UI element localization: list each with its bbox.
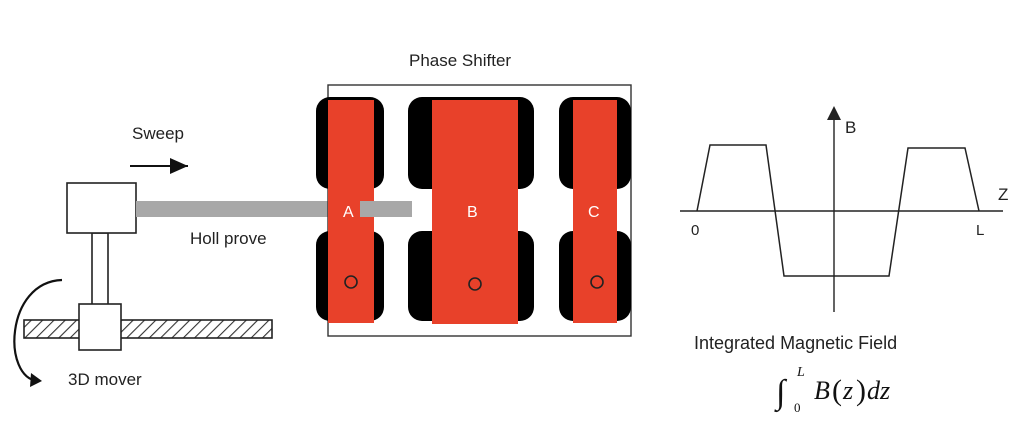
magnet-a-marker-icon [344,275,358,289]
origin-label: 0 [691,222,699,239]
differential-dz: dz [867,376,890,405]
integrand-open-paren: ( [832,374,842,407]
integral-sign: ∫ [774,374,788,413]
integrand-z: z [842,376,853,405]
integral-upper-limit: L [796,365,805,380]
magnet-c-marker-icon [590,275,604,289]
integrand-b: B [814,376,830,405]
magnet-c [573,100,617,323]
rotation-arrowhead-icon [30,373,42,387]
sweep-label: Sweep [132,124,184,143]
integrand-close-paren: ) [856,374,866,407]
phase-shifter: A B C [316,84,632,337]
graph-title: Integrated Magnetic Field [694,333,897,353]
z-axis-label: Z [998,185,1008,204]
integral-lower-limit: 0 [794,400,801,415]
mover-label: 3D mover [68,370,142,389]
field-graph: B Z 0 L [680,106,1008,312]
field-profile-curve [696,144,980,277]
hatched-rail [23,319,273,339]
magnet-b-label: B [467,204,478,221]
magnet-a-label: A [343,204,354,221]
magnet-b-marker-icon [468,277,482,291]
integral-formula: ∫ L 0 B ( z ) dz [774,365,890,415]
b-axis-arrow-icon [827,106,841,120]
end-label: L [976,222,984,239]
magnet-c-label: C [588,204,600,221]
phase-shifter-title: Phase Shifter [409,51,511,70]
mover-base-block [78,303,122,351]
mover-vertical-post [91,232,109,308]
magnet-b [432,100,518,324]
mover-head-block [66,182,137,234]
rotation-arrow-icon [13,278,63,383]
b-axis-label: B [845,118,856,137]
probe-label: Holl prove [190,229,267,248]
hall-probe-tip [360,201,412,217]
